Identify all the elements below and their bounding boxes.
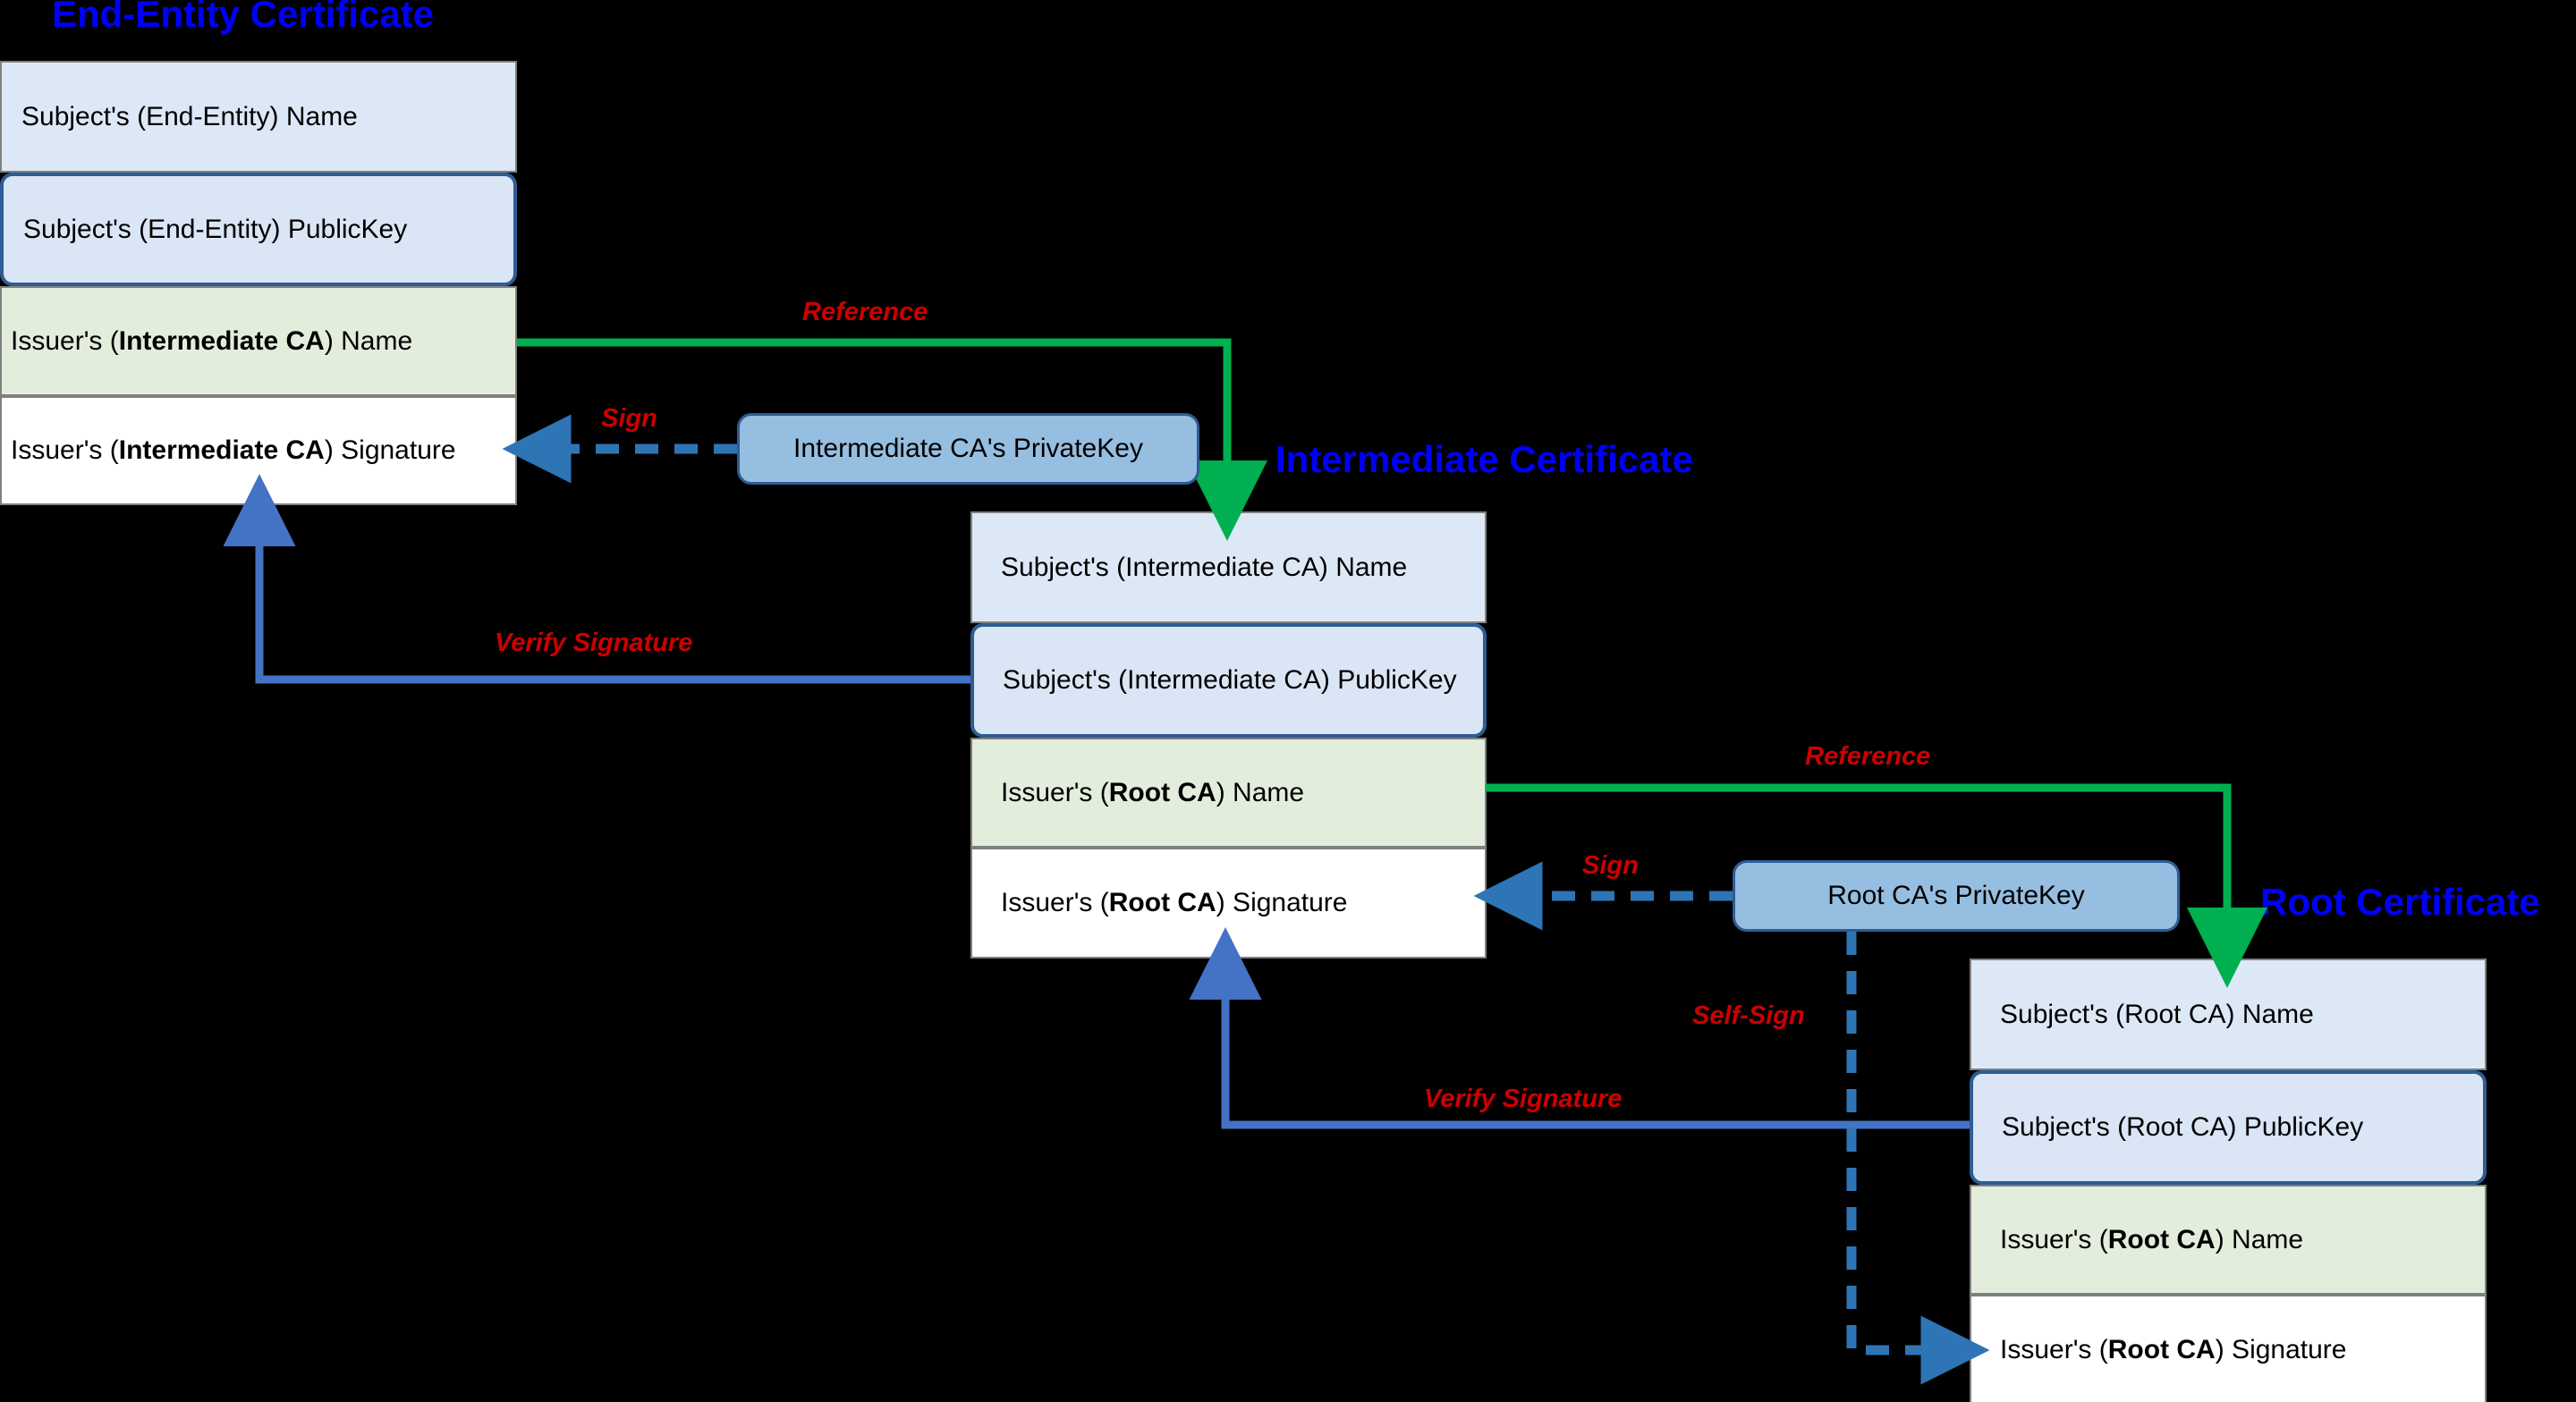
row-text-prefix: Issuer's ( xyxy=(2000,1335,2108,1364)
row-text: Subject's (Root CA) Name xyxy=(2000,999,2314,1029)
privkey-label: Root CA's PrivateKey xyxy=(1827,881,2085,910)
row-root-subject-name: Subject's (Root CA) Name xyxy=(1970,959,2487,1070)
card-intermediate-certificate: Subject's (Intermediate CA) Name Subject… xyxy=(970,511,1487,959)
row-intermediate-issuer-name: Issuer's (Root CA) Name xyxy=(970,738,1487,848)
row-end-entity-subject-publickey: Subject's (End-Entity) PublicKey xyxy=(0,173,517,286)
card-end-entity-certificate: Subject's (End-Entity) Name Subject's (E… xyxy=(0,61,517,505)
row-text-bold: Intermediate CA xyxy=(118,435,325,465)
row-text-suffix: ) Signature xyxy=(1216,888,1348,917)
row-text-prefix: Issuer's ( xyxy=(11,325,119,356)
row-text-prefix: Issuer's ( xyxy=(11,435,119,465)
row-end-entity-issuer-signature: Issuer's (Intermediate CA) Signature xyxy=(0,396,517,505)
row-text: Subject's (Root CA) PublicKey xyxy=(2002,1112,2364,1142)
row-text-bold: Root CA xyxy=(1108,888,1216,917)
row-intermediate-subject-name: Subject's (Intermediate CA) Name xyxy=(970,511,1487,623)
edge-label-verify-1: Verify Signature xyxy=(495,629,693,657)
row-root-subject-publickey: Subject's (Root CA) PublicKey xyxy=(1970,1070,2487,1185)
edge-label-verify-2: Verify Signature xyxy=(1424,1085,1623,1113)
row-root-issuer-signature: Issuer's (Root CA) Signature xyxy=(1970,1295,2487,1402)
row-text: Subject's (Intermediate CA) Name xyxy=(1001,552,1408,582)
row-text-suffix: ) Name xyxy=(324,325,413,356)
row-text-prefix: Issuer's ( xyxy=(2000,1224,2108,1254)
root-ca-privatekey-box: Root CA's PrivateKey xyxy=(1733,860,2180,932)
row-text-bold: Root CA xyxy=(2107,1224,2216,1254)
edge-label-sign-2: Sign xyxy=(1582,851,1639,880)
privkey-label: Intermediate CA's PrivateKey xyxy=(793,434,1143,463)
row-text: Subject's (Intermediate CA) PublicKey xyxy=(1003,665,1457,695)
row-intermediate-issuer-signature: Issuer's (Root CA) Signature xyxy=(970,848,1487,959)
row-text-suffix: ) Signature xyxy=(324,435,456,465)
title-intermediate-certificate: Intermediate Certificate xyxy=(1275,438,1693,480)
row-text-bold: Intermediate CA xyxy=(118,325,325,356)
card-root-certificate: Subject's (Root CA) Name Subject's (Root… xyxy=(1970,959,2487,1402)
row-text-bold: Root CA xyxy=(2107,1335,2216,1364)
title-end-entity-certificate: End-Entity Certificate xyxy=(52,0,435,35)
row-text-suffix: ) Name xyxy=(1216,777,1305,807)
row-intermediate-subject-publickey: Subject's (Intermediate CA) PublicKey xyxy=(970,623,1487,738)
edge-label-reference-1: Reference xyxy=(802,298,928,326)
row-end-entity-issuer-name: Issuer's (Intermediate CA) Name xyxy=(0,286,517,396)
row-text-bold: Root CA xyxy=(1108,777,1216,807)
row-text: Subject's (End-Entity) PublicKey xyxy=(23,214,408,244)
row-end-entity-subject-name: Subject's (End-Entity) Name xyxy=(0,61,517,173)
row-text: Subject's (End-Entity) Name xyxy=(21,101,358,131)
edge-label-reference-2: Reference xyxy=(1805,742,1931,771)
row-root-issuer-name: Issuer's (Root CA) Name xyxy=(1970,1185,2487,1295)
edge-label-sign-1: Sign xyxy=(601,404,657,433)
edge-label-self-sign: Self-Sign xyxy=(1692,1001,1805,1030)
intermediate-ca-privatekey-box: Intermediate CA's PrivateKey xyxy=(737,413,1199,485)
row-text-prefix: Issuer's ( xyxy=(1001,888,1109,917)
row-text-suffix: ) Name xyxy=(2215,1224,2304,1254)
title-root-certificate: Root Certificate xyxy=(2260,881,2540,923)
row-text-prefix: Issuer's ( xyxy=(1001,777,1109,807)
edge-self-sign xyxy=(1846,932,1990,1385)
row-text-suffix: ) Signature xyxy=(2215,1335,2347,1364)
